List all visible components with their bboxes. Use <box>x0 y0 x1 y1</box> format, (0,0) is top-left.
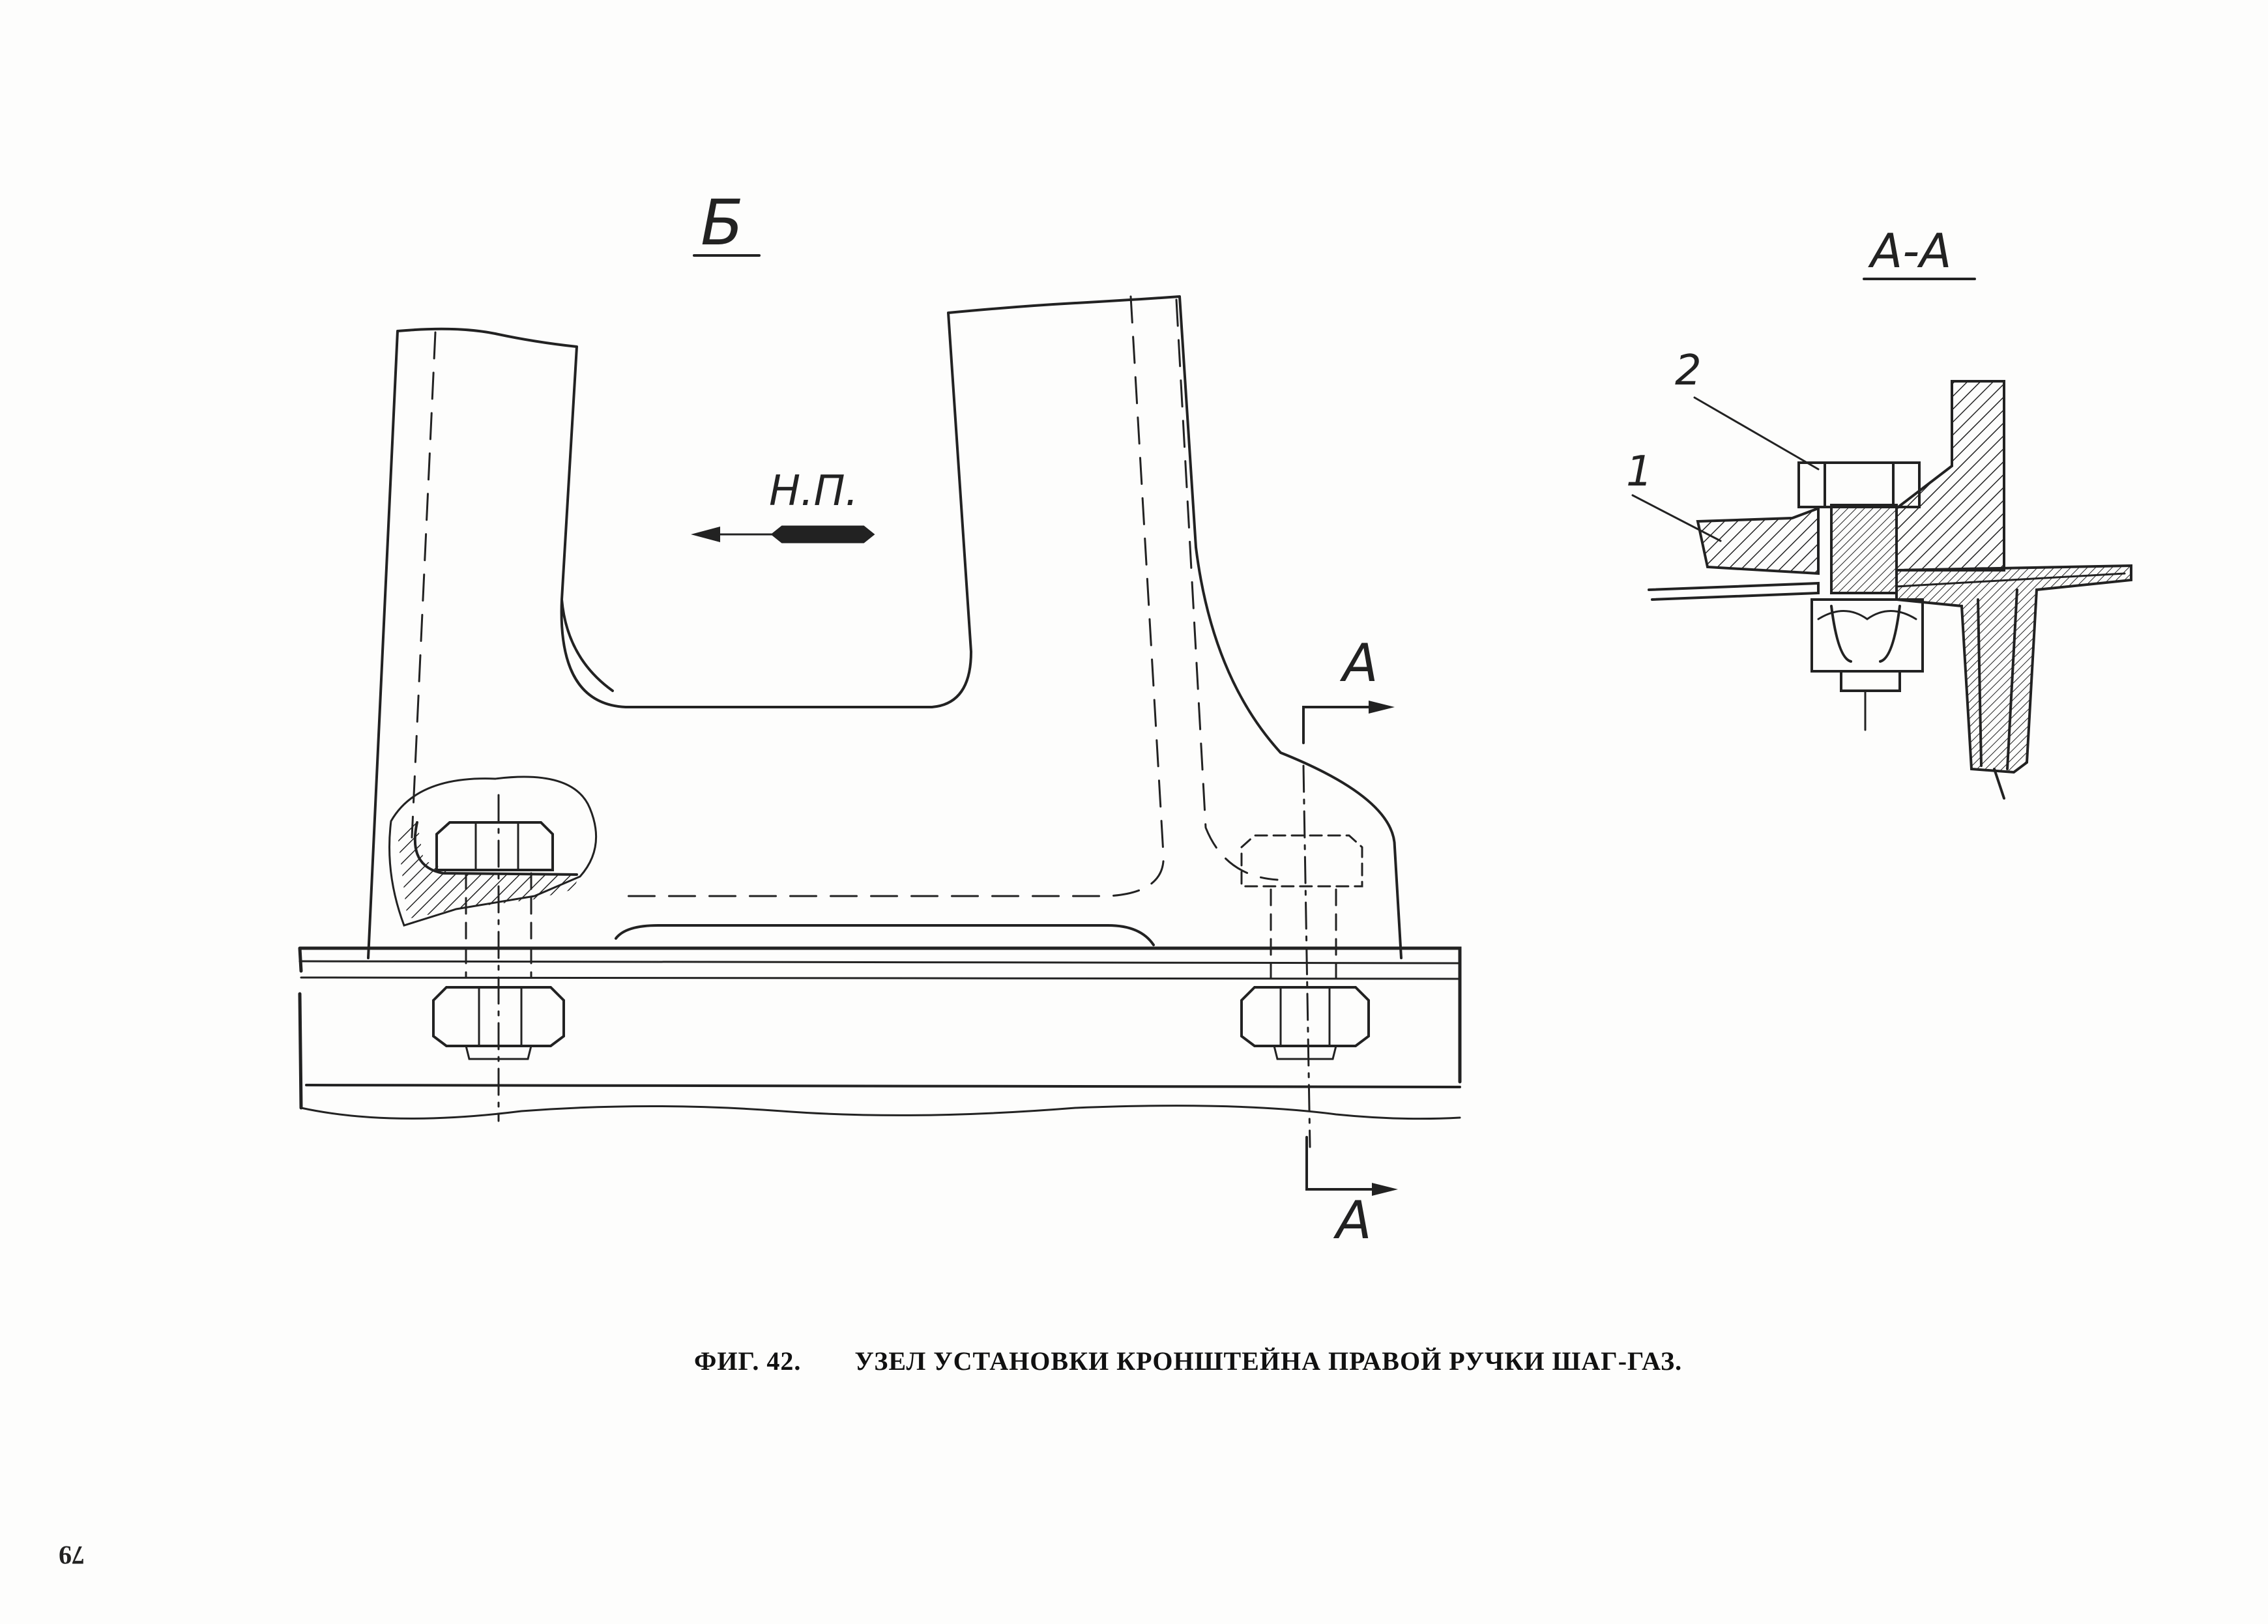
figure-caption: ФИГ. 42. УЗЕЛ УСТАНОВКИ КРОНШТЕЙНА ПРАВО… <box>694 1346 1802 1385</box>
section-a-a: А-А 2 1 <box>1626 224 2132 800</box>
rail-line-2 <box>300 976 1461 980</box>
rail-profile <box>298 946 1462 1110</box>
bolt-bottom-right-tip <box>1273 1045 1337 1060</box>
page-number: 79 <box>59 1541 85 1570</box>
nut-bottom-right <box>1240 986 1370 1047</box>
breakout-hatch <box>398 821 580 919</box>
rail-break-line <box>300 1105 1461 1120</box>
bolt-right-shank <box>1270 888 1337 979</box>
section-cut-bottom <box>1305 1136 1383 1191</box>
rail-line-1 <box>298 960 1461 964</box>
nut-bottom-left <box>432 986 565 1047</box>
rail-line-3 <box>305 1084 1461 1088</box>
bolt-bottom-left-tip <box>465 1045 532 1060</box>
bolt-left-shank <box>465 872 532 979</box>
section-label: А-А <box>1868 224 1952 278</box>
view-b-label: Б <box>701 186 744 259</box>
leader-2 <box>1693 396 1820 471</box>
bracket-inner-cutout <box>560 598 614 692</box>
view-b: Б <box>298 186 1462 1251</box>
section-nut-arc <box>1817 610 1917 620</box>
hidden-edge-left <box>411 331 437 839</box>
direction-label: Н.П. <box>769 467 858 515</box>
hidden-edge-right <box>621 295 1165 897</box>
section-bolt-tip <box>1840 670 1901 692</box>
section-cut-top <box>1302 706 1383 744</box>
callout-2: 2 <box>1675 347 1702 395</box>
callout-1: 1 <box>1626 448 1653 496</box>
section-cut-top-arrow <box>1369 701 1395 714</box>
section-cut-bottom-arrow <box>1372 1183 1398 1196</box>
section-nut-bottom <box>1810 598 1924 673</box>
section-mark-bottom: А <box>1333 1190 1372 1251</box>
figure-number: ФИГ. 42. <box>694 1346 802 1376</box>
hidden-edge-corner <box>1175 298 1279 881</box>
section-mark-top: А <box>1339 633 1378 693</box>
plate-1 <box>1696 506 1820 575</box>
skin-sheet <box>1648 581 1820 601</box>
angle-bracket <box>1895 380 2005 572</box>
nut-top-left <box>435 821 554 871</box>
breakout-boundary <box>388 776 598 927</box>
breakout-edge <box>413 821 578 876</box>
figure-title: УЗЕЛ УСТАНОВКИ КРОНШТЕЙНА ПРАВОЙ РУЧКИ Ш… <box>854 1346 1683 1376</box>
skin-edge <box>1895 572 2126 588</box>
section-bolt-shank <box>1830 504 1898 594</box>
section-nut-top <box>1797 461 1921 508</box>
flange-top <box>615 924 1155 946</box>
bracket-outline <box>367 295 1403 959</box>
nut-top-right <box>1240 834 1363 888</box>
direction-arrow-fletch <box>770 525 875 544</box>
direction-arrow-head <box>691 527 720 542</box>
bolt-right-axis <box>1302 764 1311 1148</box>
stringer <box>1977 588 2018 800</box>
